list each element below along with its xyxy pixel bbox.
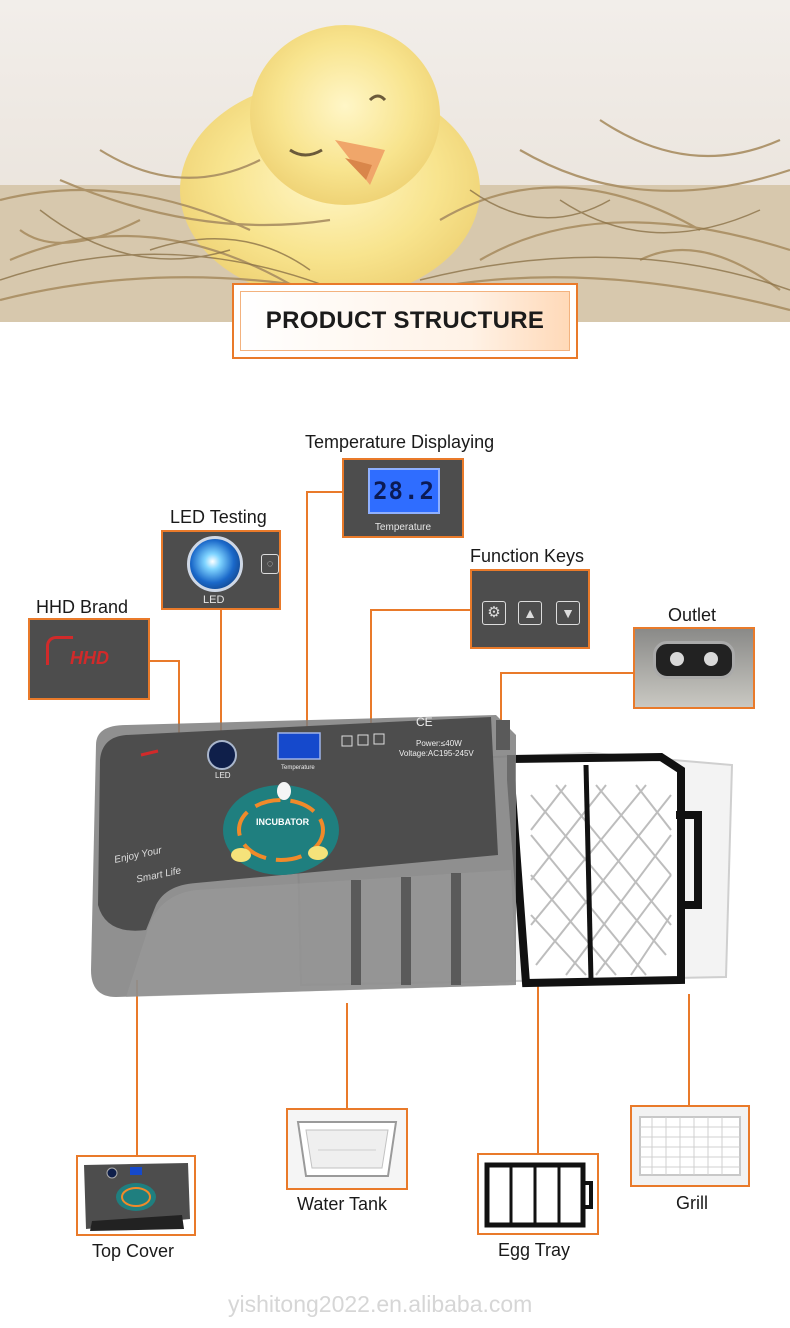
watermark: yishitong2022.en.alibaba.com: [228, 1291, 533, 1317]
label-hhd-brand: HHD Brand: [36, 597, 129, 617]
thumb-egg-tray: [477, 1153, 599, 1235]
connector-brand-v: [178, 660, 180, 758]
connector-temp-h: [306, 491, 346, 493]
label-egg-tray: Egg Tray: [498, 1240, 571, 1260]
section-title: PRODUCT STRUCTURE: [265, 307, 545, 334]
connector-brand-h: [150, 660, 180, 662]
device-temp-label: Temperature: [281, 765, 315, 771]
arrow-down-icon: ▼: [556, 601, 580, 625]
bulb-icon: ◌: [261, 554, 279, 574]
label-led-testing: LED Testing: [170, 507, 267, 527]
top-cover-icon: [84, 1163, 190, 1231]
lcd-screen: 28.2: [368, 468, 440, 514]
lcd-caption: Temperature: [374, 522, 432, 533]
thumb-water-tank: [286, 1108, 408, 1190]
device-ce-mark: CE: [416, 715, 433, 729]
grill-icon: [639, 1116, 741, 1176]
section-title-inner: PRODUCT STRUCTURE: [240, 291, 570, 351]
power-socket-icon: [653, 641, 735, 679]
connector-temp-v: [306, 491, 308, 743]
lcd-reading: 28.2: [373, 477, 435, 505]
thumb-grill: [630, 1105, 750, 1187]
section-title-frame: PRODUCT STRUCTURE: [232, 283, 578, 359]
thumb-temperature-display: 28.2 Temperature: [342, 458, 464, 538]
egg-tray-icon: [484, 1162, 593, 1228]
connector-keys-v: [370, 609, 372, 739]
connector-topcover-v: [136, 980, 138, 1156]
label-water-tank: Water Tank: [297, 1194, 388, 1214]
label-outlet: Outlet: [668, 605, 717, 625]
water-tank-icon: [296, 1121, 398, 1177]
connector-grill-v: [688, 994, 690, 1106]
incubator-illustration: CE Power:≤40W Voltage:AC195-245V LED Tem…: [86, 705, 736, 1015]
label-temperature-displaying: Temperature Displaying: [305, 432, 495, 452]
device-logo-text: INCUBATOR: [256, 817, 310, 827]
chick-on-straw-illustration: [0, 25, 790, 322]
led-bulb-icon: [187, 536, 243, 592]
arrow-up-icon: ▲: [518, 601, 542, 625]
label-grill: Grill: [676, 1193, 708, 1213]
device-led-label: LED: [215, 771, 231, 780]
thumb-hhd-brand: HHD: [28, 618, 150, 700]
device-power: Power:≤40W: [416, 739, 462, 748]
connector-led-v: [220, 608, 222, 740]
thumb-top-cover: [76, 1155, 196, 1236]
hero-banner: [0, 0, 790, 322]
led-caption: LED: [203, 594, 225, 606]
connector-watertank-v: [346, 1003, 348, 1109]
connector-keys-h: [370, 609, 472, 611]
connector-eggtray-v: [537, 980, 539, 1153]
connector-outlet-h: [500, 672, 634, 674]
brand-hen-icon: [46, 636, 73, 665]
thumb-function-keys: ⚙ ▲ ▼: [470, 569, 590, 649]
connector-outlet-v: [500, 672, 502, 744]
brand-mark: HHD: [70, 648, 109, 668]
thumb-led-testing: ◌ LED: [161, 530, 281, 610]
label-top-cover: Top Cover: [92, 1241, 175, 1261]
device-voltage: Voltage:AC195-245V: [399, 749, 474, 758]
label-function-keys: Function Keys: [470, 546, 585, 566]
thumb-outlet: [633, 627, 755, 709]
gear-icon: ⚙: [482, 601, 506, 625]
incubator-drawing: [91, 715, 734, 997]
